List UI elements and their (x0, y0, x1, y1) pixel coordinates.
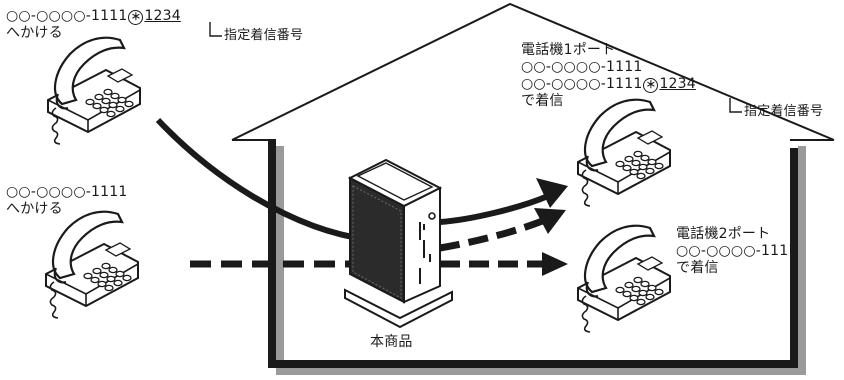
dashed-arrow-to-port1 (439, 216, 547, 252)
port1-ext-note: 指定着信番号 (744, 104, 824, 119)
port1-title: 電話機1ポート (521, 42, 616, 58)
arrow-to-port1 (439, 193, 550, 225)
telephone-icon (44, 210, 140, 320)
ext-bracket-port1 (729, 98, 742, 113)
asterisk-icon: ＊ (128, 10, 144, 25)
caller-top-ext: 1234 (144, 8, 181, 24)
port1-number1: ○○-○○○○-1111 (521, 59, 643, 75)
asterisk-icon: ＊ (643, 78, 659, 93)
solid-connection-line (155, 117, 371, 243)
caller-top-number-text: ○○-○○○○-1111 (6, 8, 128, 24)
caller-top-ext-note: 指定着信番号 (224, 28, 304, 43)
caller-top-number: ○○-○○○○-1111＊1234 (6, 8, 181, 25)
caller-bottom-number: ○○-○○○○-1111 (6, 184, 128, 200)
caller-top-action: へかける (6, 25, 63, 41)
telephone-icon (46, 36, 142, 146)
port1-ext: 1234 (659, 76, 696, 92)
port1-number2: ○○-○○○○-1111＊1234 (521, 76, 696, 93)
port1-number2-text: ○○-○○○○-1111 (521, 76, 643, 92)
house-outline-icon (231, 2, 835, 375)
device-label: 本商品 (370, 334, 413, 350)
caller-bottom-action: へかける (6, 201, 63, 217)
port2-number: ○○-○○○○-1111 (676, 243, 798, 259)
telephone-icon (576, 224, 672, 334)
port2-title: 電話機2ポート (676, 226, 771, 242)
port1-action: で着信 (521, 93, 564, 109)
router-icon (344, 158, 453, 329)
port2-action: で着信 (676, 260, 719, 276)
ext-bracket-top (209, 22, 222, 37)
